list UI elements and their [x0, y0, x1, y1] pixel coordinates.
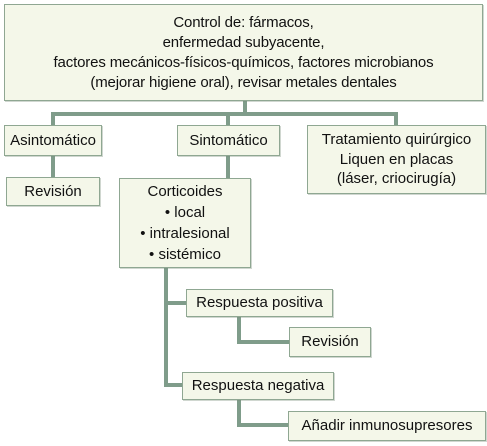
revision-asintomatico-node: Revisión: [6, 177, 100, 206]
respuesta-positiva-label: Respuesta positiva: [196, 294, 323, 312]
tratamiento-line-2: Liquen en placas: [339, 150, 454, 168]
asintomatico-node: Asintomático: [4, 125, 102, 156]
respuesta-negativa-label: Respuesta negativa: [191, 377, 325, 395]
sintomatico-label: Sintomático: [189, 131, 268, 149]
corticoides-node: Corticoides • local • intralesional • si…: [119, 178, 251, 268]
tratamiento-line-1: Tratamiento quirúrgico: [321, 131, 472, 149]
control-root-line-3: factores mecánicos-físicos-químicos, fac…: [53, 53, 434, 71]
corticoides-item-local: • local: [164, 204, 206, 221]
control-root-node: Control de: fármacos, enfermedad subyace…: [4, 4, 483, 101]
connector-negativa-inmunosupresores: [237, 398, 290, 427]
revision-asintomatico-label: Revisión: [24, 182, 82, 200]
corticoides-item-sistemico: • sistémico: [149, 246, 221, 263]
revision-positiva-node: Revisión: [289, 327, 371, 357]
tratamiento-line-3: (láser, criocirugía): [336, 170, 457, 188]
control-root-line-1: Control de: fármacos,: [173, 13, 314, 31]
tratamiento-quirurgico-node: Tratamiento quirúrgico Liquen en placas …: [307, 125, 486, 194]
connector-positiva-revision: [237, 315, 291, 344]
inmunosupresores-label: Añadir inmunosupresores: [301, 417, 473, 435]
connector-corticoides-trunk: [164, 266, 184, 387]
corticoides-title: Corticoides: [147, 183, 223, 200]
sintomatico-node: Sintomático: [177, 125, 280, 156]
respuesta-positiva-node: Respuesta positiva: [186, 289, 333, 317]
inmunosupresores-node: Añadir inmunosupresores: [288, 411, 486, 441]
respuesta-negativa-node: Respuesta negativa: [182, 372, 334, 400]
corticoides-item-intralesional: • intralesional: [140, 225, 230, 242]
control-root-line-4: (mejorar higiene oral), revisar metales …: [90, 73, 397, 91]
revision-positiva-label: Revisión: [301, 333, 359, 351]
asintomatico-label: Asintomático: [10, 131, 96, 149]
control-root-line-2: enfermedad subyacente,: [162, 33, 325, 51]
